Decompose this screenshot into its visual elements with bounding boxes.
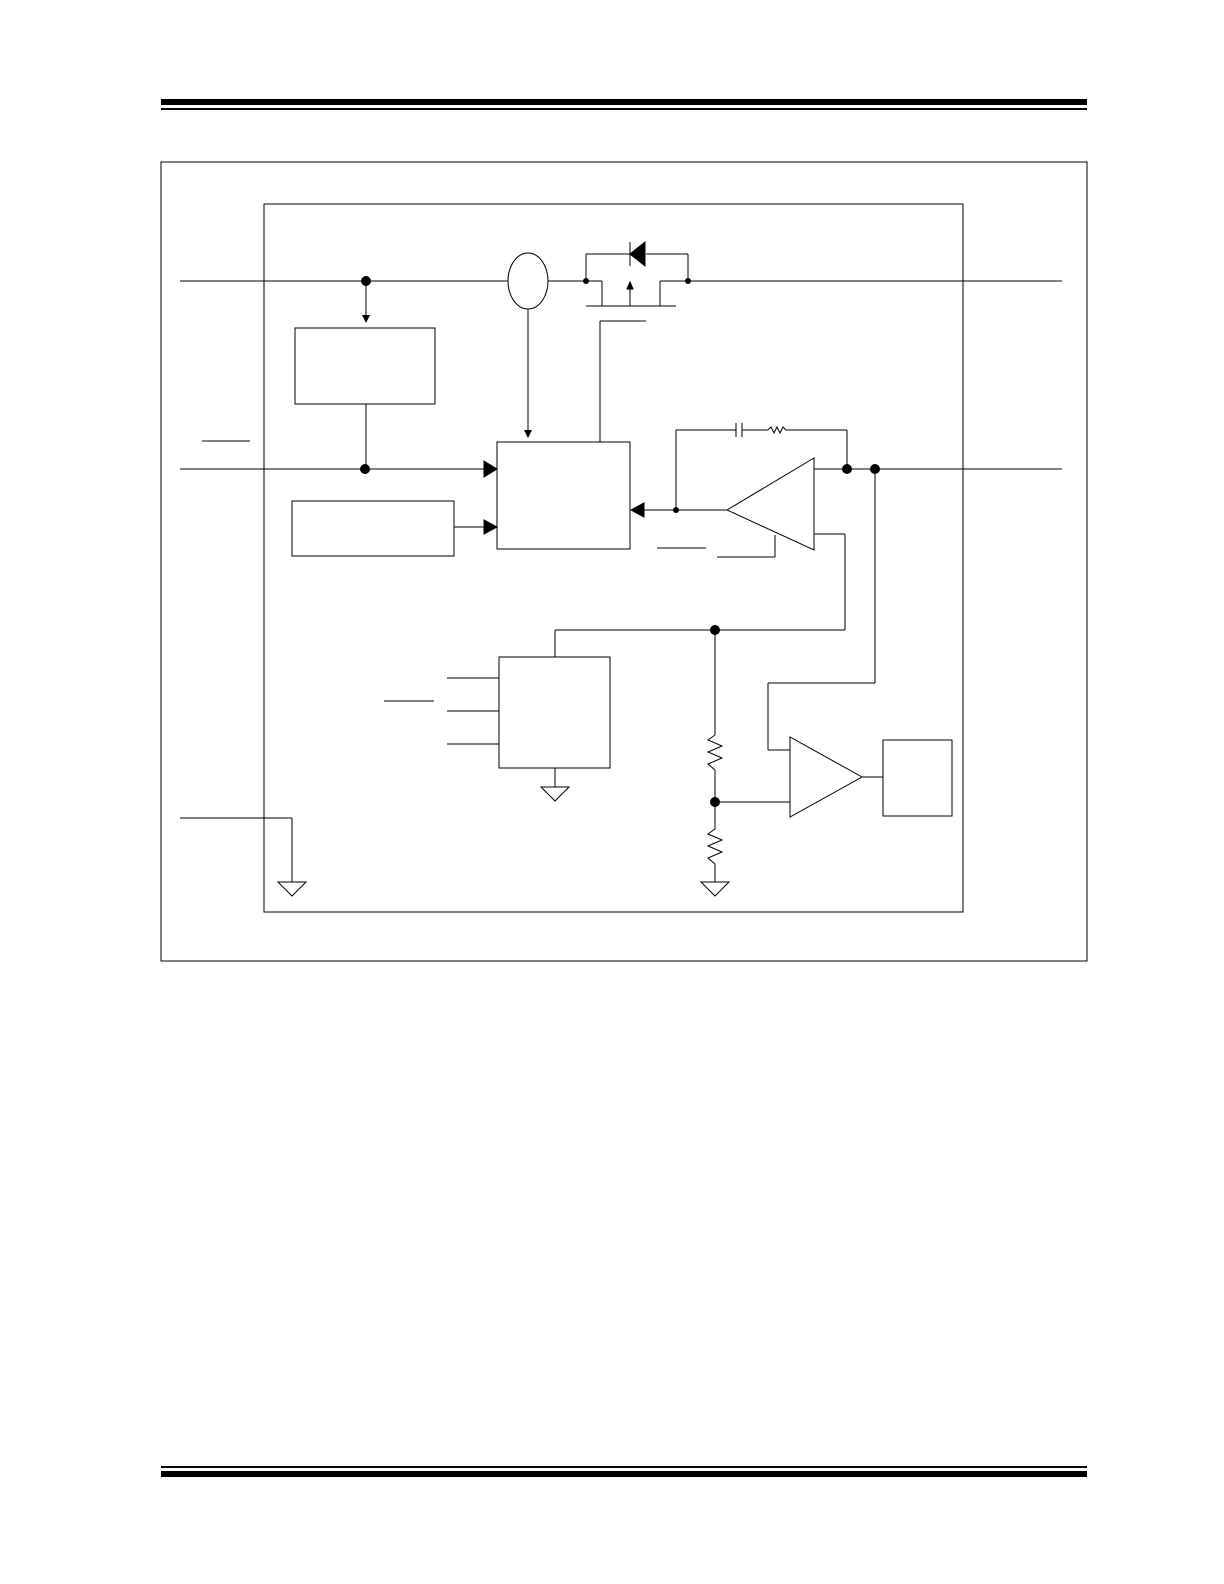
junction-fb-bus (710, 625, 720, 635)
junction-divider (710, 797, 720, 807)
ground-symbol-center (539, 786, 571, 802)
junction-enable (360, 464, 370, 474)
gate-arrow-icon (626, 280, 634, 290)
junction-amp-out (842, 464, 852, 474)
comparator (789, 736, 864, 818)
header-rule-thick (161, 99, 1087, 105)
body-diode-icon (629, 240, 646, 268)
error-amplifier (725, 457, 815, 551)
footer-rule-thin (161, 1466, 1087, 1468)
device-boundary (263, 203, 964, 913)
junction-fet-source (583, 278, 589, 284)
enable-arrow-icon (483, 460, 498, 478)
control-block (496, 441, 631, 550)
block-b-arrow-icon (483, 519, 499, 535)
junction-comp (673, 507, 679, 513)
divider-resistor-upper (706, 734, 724, 771)
divider-resistor-lower (706, 828, 724, 865)
header-rule-thin (161, 108, 1087, 110)
junction-fet-drain (685, 278, 691, 284)
ground-symbol-left (276, 881, 308, 897)
ground-symbol-divider (699, 881, 731, 897)
block-lower-center (498, 656, 611, 769)
pass-transistor (585, 253, 689, 322)
block-upper-left (294, 327, 436, 405)
junction-output (870, 464, 880, 474)
junction-rail (361, 276, 371, 286)
figure-frame (160, 161, 1088, 962)
footer-rule-thick (161, 1471, 1087, 1477)
block-output-status (882, 739, 953, 817)
current-sense-element (507, 252, 549, 310)
comp-resistor (767, 425, 787, 435)
amp-arrow-icon (629, 502, 645, 518)
block-lower-left (291, 500, 455, 557)
